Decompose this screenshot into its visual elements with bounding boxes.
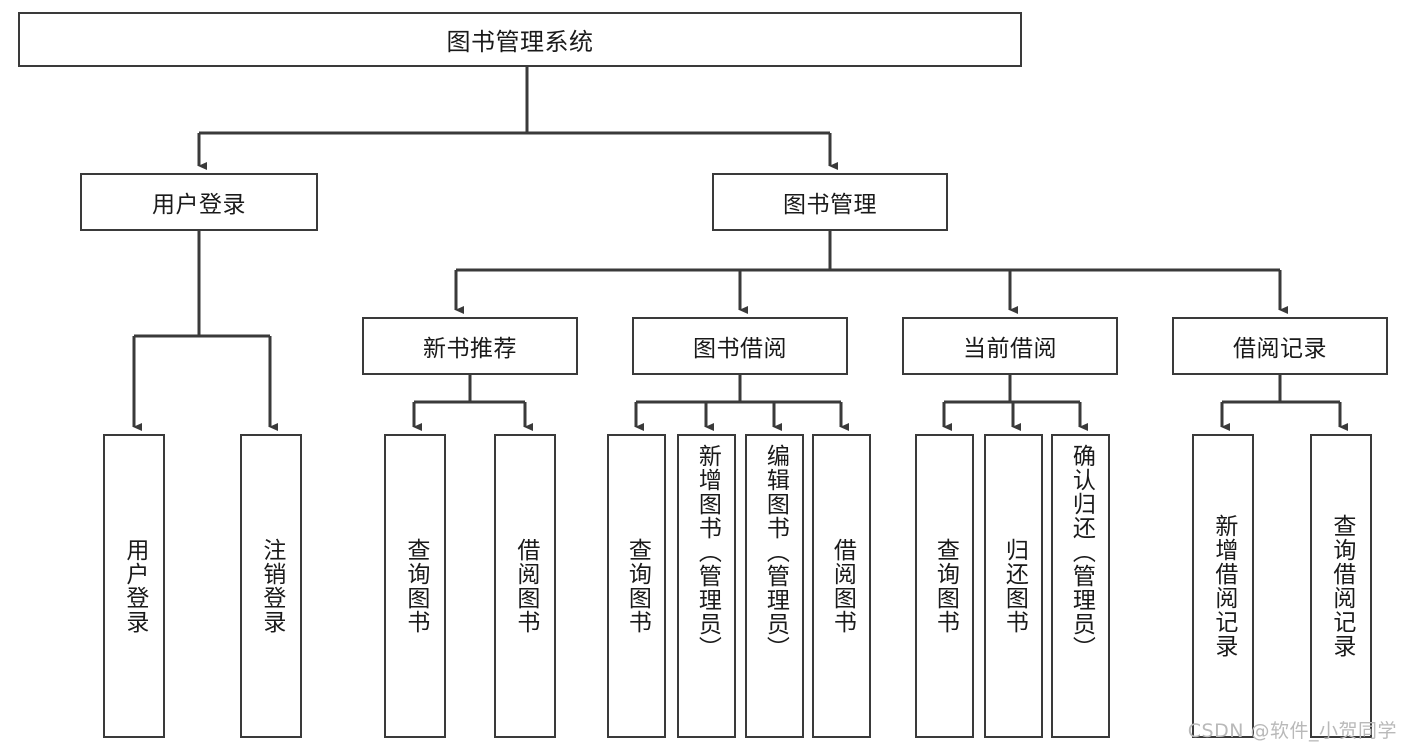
node-leaf-current-confirm-return[interactable]: 确认归还（管理员） (1051, 434, 1110, 738)
node-leaf-borrow-query-book[interactable]: 查询图书 (607, 434, 666, 738)
node-leaf-label: 借阅图书 (512, 538, 539, 634)
csdn-watermark: CSDN @软件_小贺同学 (1187, 720, 1397, 742)
node-leaf-label: 新增图书（管理员） (694, 444, 721, 660)
node-leaf-current-return-book[interactable]: 归还图书 (984, 434, 1043, 738)
node-leaf-label: 用户登录 (121, 538, 148, 634)
node-leaf-user-login-logout[interactable]: 注销登录 (240, 434, 302, 738)
node-leaf-label: 查询图书 (402, 538, 429, 634)
node-leaf-label: 确认归还（管理员） (1068, 444, 1095, 660)
node-leaf-new-book-query[interactable]: 查询图书 (384, 434, 446, 738)
node-leaf-borrow-borrow-book[interactable]: 借阅图书 (812, 434, 871, 738)
node-leaf-new-book-borrow[interactable]: 借阅图书 (494, 434, 556, 738)
node-leaf-current-query-book[interactable]: 查询图书 (915, 434, 974, 738)
node-book-management-label: 图书管理 (783, 192, 877, 218)
node-leaf-label: 查询图书 (624, 538, 651, 634)
node-borrow-record[interactable]: 借阅记录 (1172, 317, 1388, 375)
node-root-system[interactable]: 图书管理系统 (18, 12, 1022, 67)
node-current-borrow-label: 当前借阅 (963, 336, 1057, 362)
node-current-borrow[interactable]: 当前借阅 (902, 317, 1118, 375)
node-leaf-label: 查询借阅记录 (1328, 514, 1355, 658)
node-leaf-label: 编辑图书（管理员） (762, 444, 789, 660)
node-leaf-label: 新增借阅记录 (1210, 514, 1237, 658)
node-leaf-label: 借阅图书 (829, 538, 856, 634)
node-user-login-label: 用户登录 (152, 192, 246, 218)
node-root-label: 图书管理系统 (446, 28, 594, 56)
node-leaf-borrow-edit-book[interactable]: 编辑图书（管理员） (745, 434, 804, 738)
node-new-book-recommend[interactable]: 新书推荐 (362, 317, 578, 375)
node-leaf-record-add[interactable]: 新增借阅记录 (1192, 434, 1254, 738)
node-leaf-record-query[interactable]: 查询借阅记录 (1310, 434, 1372, 738)
node-leaf-label: 归还图书 (1001, 538, 1028, 634)
node-leaf-label: 查询图书 (932, 538, 959, 634)
node-borrow-record-label: 借阅记录 (1233, 336, 1327, 362)
node-leaf-label: 注销登录 (258, 538, 285, 634)
node-book-borrow-label: 图书借阅 (693, 336, 787, 362)
node-book-borrow[interactable]: 图书借阅 (632, 317, 848, 375)
node-new-book-recommend-label: 新书推荐 (423, 336, 517, 362)
node-leaf-borrow-add-book[interactable]: 新增图书（管理员） (677, 434, 736, 738)
node-leaf-user-login-login[interactable]: 用户登录 (103, 434, 165, 738)
node-user-login[interactable]: 用户登录 (80, 173, 318, 231)
node-book-management[interactable]: 图书管理 (712, 173, 948, 231)
